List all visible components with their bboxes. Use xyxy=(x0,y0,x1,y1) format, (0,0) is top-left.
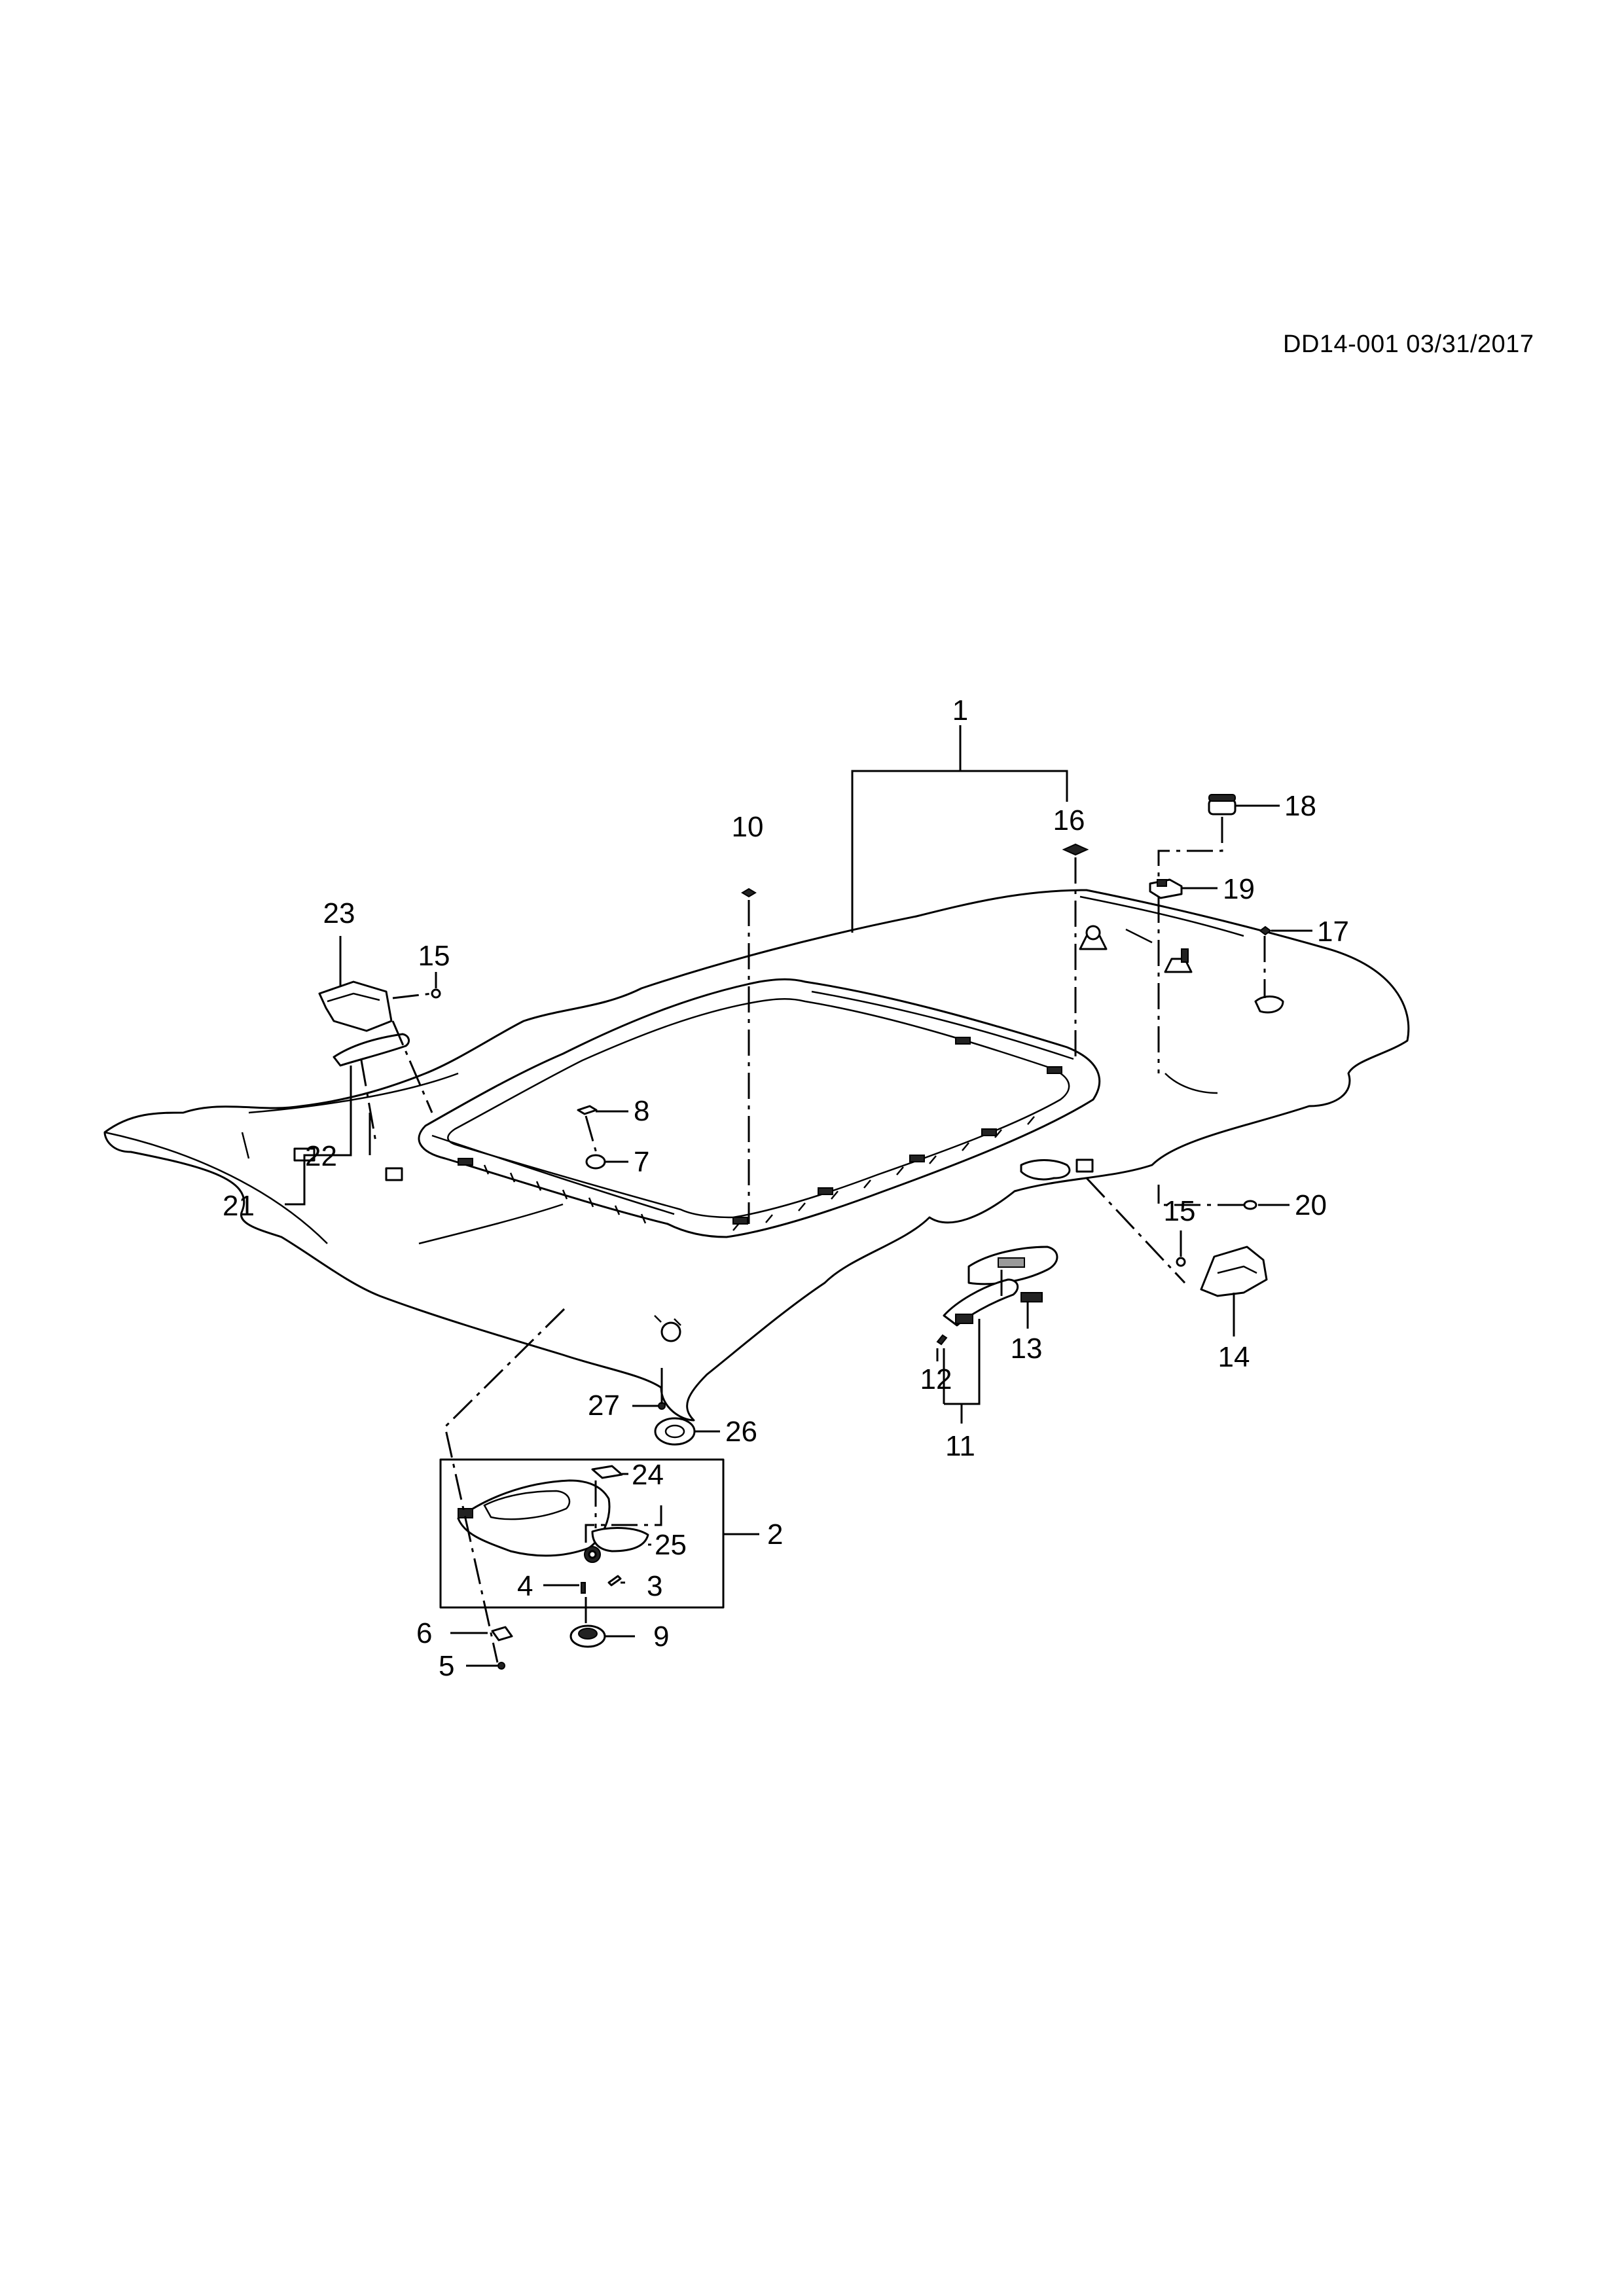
callout-11: 11 xyxy=(945,1430,975,1462)
callout-6: 6 xyxy=(416,1617,432,1649)
callout-13: 13 xyxy=(1011,1333,1043,1365)
callout-20: 20 xyxy=(1295,1189,1327,1221)
callout-5: 5 xyxy=(439,1650,454,1682)
leader-lines xyxy=(285,725,1312,1667)
callout-19: 19 xyxy=(1223,873,1255,905)
callout-10: 10 xyxy=(732,811,764,843)
callout-25: 25 xyxy=(655,1529,687,1561)
callout-7: 7 xyxy=(634,1146,649,1178)
callout-18: 18 xyxy=(1284,790,1316,822)
callout-9: 9 xyxy=(653,1621,669,1653)
callout-16: 16 xyxy=(1053,804,1085,836)
callout-2: 2 xyxy=(767,1518,783,1551)
callout-22: 22 xyxy=(305,1140,337,1172)
callout-3: 3 xyxy=(647,1570,662,1602)
callout-15-left: 15 xyxy=(418,940,450,972)
callout-26: 26 xyxy=(725,1416,757,1448)
callout-23: 23 xyxy=(323,897,355,929)
callout-24: 24 xyxy=(632,1459,664,1491)
callout-14: 14 xyxy=(1218,1341,1250,1373)
callout-1: 1 xyxy=(952,694,968,726)
callout-labels: 1 16 10 18 19 17 23 15 8 7 22 21 20 15 1… xyxy=(223,694,1349,1682)
document-id: DD14-001 03/31/2017 xyxy=(1283,331,1534,358)
headliner-features xyxy=(293,925,1193,1342)
callout-21: 21 xyxy=(223,1190,255,1222)
callout-4: 4 xyxy=(517,1570,533,1602)
callout-15-right: 15 xyxy=(1164,1195,1196,1227)
sunroof-opening xyxy=(418,978,1101,1238)
callout-27: 27 xyxy=(588,1390,620,1422)
small-parts xyxy=(318,794,1284,1670)
callout-17: 17 xyxy=(1317,916,1349,948)
callout-8: 8 xyxy=(634,1095,649,1127)
callout-12: 12 xyxy=(920,1363,952,1395)
